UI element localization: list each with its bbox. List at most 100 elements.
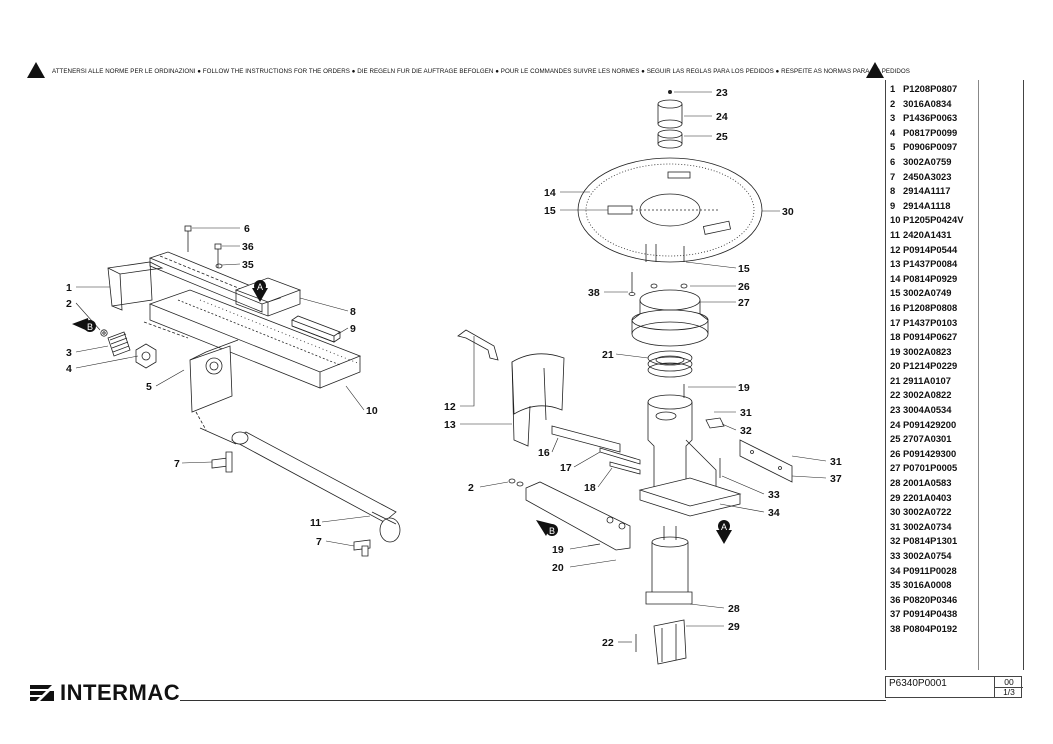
part-38-pin [628,272,636,296]
part-36-screw [214,243,222,268]
part-code: 3002A0759 [903,155,952,167]
part-code: 3016A0008 [903,579,952,591]
part-7-fitting-upper [211,451,233,473]
part-number: 11 [890,228,900,240]
part-code: P1437P0103 [903,316,958,328]
callout-23: 23 [716,87,728,99]
part-17-plate [599,447,641,465]
part-code: P0906P0097 [903,141,958,153]
callout-35: 35 [242,259,254,271]
callout-26: 26 [738,281,750,293]
part-1-guard [107,261,164,311]
marker-a-bottom: A [716,520,732,544]
part-30-graduated-disk [577,157,763,263]
part-code: P091429300 [903,447,957,459]
part-21-seal-ring [647,350,693,378]
callout-36: 36 [242,241,254,253]
part-code: P0911P0028 [903,564,957,576]
part-24-cap [657,99,683,129]
marker-a-top: A [252,280,268,302]
part-3-knob [107,331,131,357]
part-code: P0814P1301 [903,535,958,547]
part-number: 31 [890,520,901,532]
part-number: 22 [890,389,901,401]
part-code: P0804P0192 [903,622,958,634]
part-number: 33 [890,550,901,561]
part-29-coupling [653,619,687,665]
part-number: 30 [890,506,901,518]
sheet-number: 1/3 [1003,687,1015,697]
part-27-bearing-housing [631,289,709,347]
part-code: P0817P0099 [903,126,958,138]
part-number: 5 [890,141,896,153]
callout-15-lower: 15 [738,263,750,275]
part-number: 29 [890,491,901,503]
part-number: 37 [890,608,901,620]
callout-34: 34 [768,507,780,519]
exploded-view-diagram: A B B A 1 2 3 4 5 6 36 35 8 9 10 7 11 7 … [66,87,842,665]
part-34-column [638,394,742,517]
part-7-fitting-lower [353,539,371,557]
part-number: 16 [890,301,901,313]
part-code: 3002A0722 [903,506,952,518]
part-number: 38 [890,622,901,634]
part-2-washers [508,478,524,487]
part-number: 25 [890,433,901,445]
callout-17: 17 [560,462,572,474]
part-4-nut [135,343,157,369]
callout-11: 11 [310,517,321,529]
title-block: P6340P0001 00 1/3 [885,676,1023,698]
part-18-plate [609,461,641,475]
part-code: P1436P0063 [903,112,958,124]
drawing-code: P6340P0001 [889,678,947,689]
part-number: 3 [890,112,896,124]
warning-triangle-icon-right [866,62,884,78]
brand-name: INTERMAC [60,680,181,705]
callout-6: 6 [244,223,250,235]
part-10-beam [148,289,362,389]
part-11-cylinder [199,427,401,543]
callout-1: 1 [66,282,72,294]
part-6-screw [184,225,192,252]
part-23-screw [668,90,673,95]
part-number: 7 [890,170,896,182]
callout-31-right: 31 [830,456,842,468]
marker-a-label: A [257,282,263,292]
part-code: P091429200 [903,418,957,430]
parts-list-item: 2 3016A0834 [890,97,963,112]
part-number: 9 [890,199,896,211]
callout-38: 38 [588,287,600,299]
part-code: 3002A0822 [903,389,952,401]
part-number: 20 [890,360,901,372]
part-code: 2914A1117 [903,185,951,197]
callout-27: 27 [738,297,750,309]
part-code: P1205P0424V [903,214,964,226]
footer-rule [180,700,886,701]
callout-5: 5 [146,381,152,393]
callout-25: 25 [716,131,728,143]
intermac-mark-icon [30,685,54,701]
part-code: P1214P0229 [903,360,958,372]
part-code: P0914P0627 [903,331,958,343]
part-code: P1208P0808 [903,301,958,313]
callout-18: 18 [584,482,596,494]
part-37-plate [739,439,793,483]
part-number: 2 [890,97,896,109]
part-code: 3016A0834 [903,97,952,109]
part-number: 27 [890,462,901,474]
part-35-washer [215,263,223,269]
